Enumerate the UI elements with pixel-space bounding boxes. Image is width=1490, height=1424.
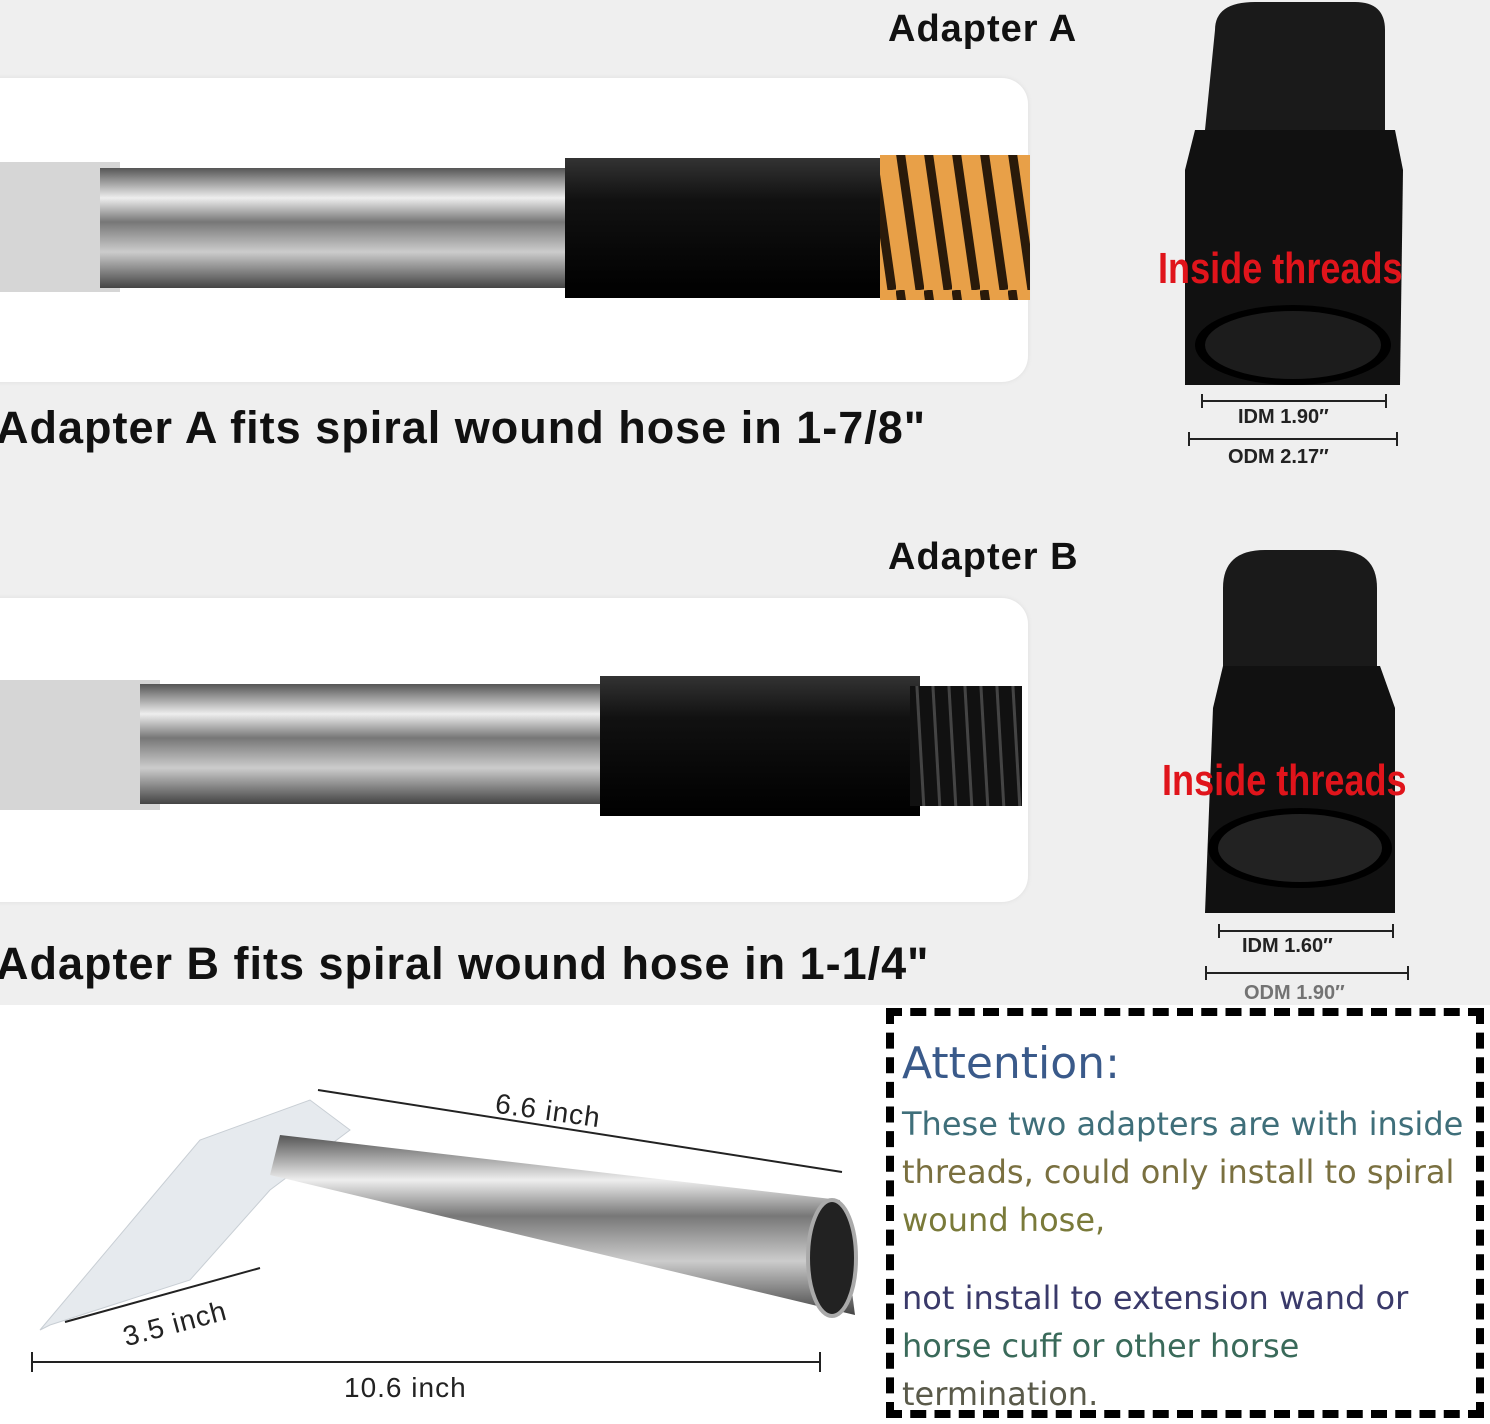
adapter-b-inside-threads-label: Inside threads bbox=[1162, 756, 1407, 805]
attention-line: threads, could only install to spiral bbox=[902, 1153, 1455, 1191]
attention-line: not install to extension wand or bbox=[902, 1279, 1409, 1317]
wand-with-adapter-a-image bbox=[0, 155, 1030, 300]
adapter-a-caption: Adapter A fits spiral wound hose in 1-7/… bbox=[0, 402, 927, 453]
adapter-a-idm: IDM 1.90″ bbox=[1238, 406, 1329, 428]
adapter-b-caption: Adapter B fits spiral wound hose in 1-1/… bbox=[0, 938, 930, 989]
adapter-b-image bbox=[1205, 550, 1395, 913]
total-length-label: 10.6 inch bbox=[344, 1372, 467, 1403]
odm-b-dimension-line bbox=[1205, 966, 1409, 980]
odm-a-dimension-line bbox=[1188, 432, 1398, 446]
adapter-b-title: Adapter B bbox=[888, 536, 1079, 578]
adapter-b-idm: IDM 1.60″ bbox=[1242, 935, 1333, 957]
attention-line: termination. bbox=[902, 1375, 1099, 1413]
adapter-a-inside-threads-label: Inside threads bbox=[1158, 244, 1403, 293]
attention-title: Attention: bbox=[902, 1038, 1120, 1089]
adapter-a-odm: ODM 2.17″ bbox=[1228, 446, 1329, 468]
attention-line: horse cuff or other horse bbox=[902, 1327, 1300, 1365]
idm-a-dimension-line bbox=[1201, 394, 1387, 408]
wand-with-adapter-b-image bbox=[0, 676, 1022, 816]
adapter-a-title: Adapter A bbox=[888, 8, 1078, 50]
idm-b-dimension-line bbox=[1218, 924, 1394, 938]
attention-box: Attention: These two adapters are with i… bbox=[886, 1008, 1484, 1418]
attention-line: These two adapters are with inside bbox=[902, 1105, 1464, 1143]
adapter-b-odm: ODM 1.90″ bbox=[1244, 982, 1345, 1004]
upholstery-tool-image bbox=[31, 1089, 858, 1372]
attention-line: wound hose, bbox=[902, 1201, 1106, 1239]
adapter-a-image bbox=[1185, 2, 1403, 385]
